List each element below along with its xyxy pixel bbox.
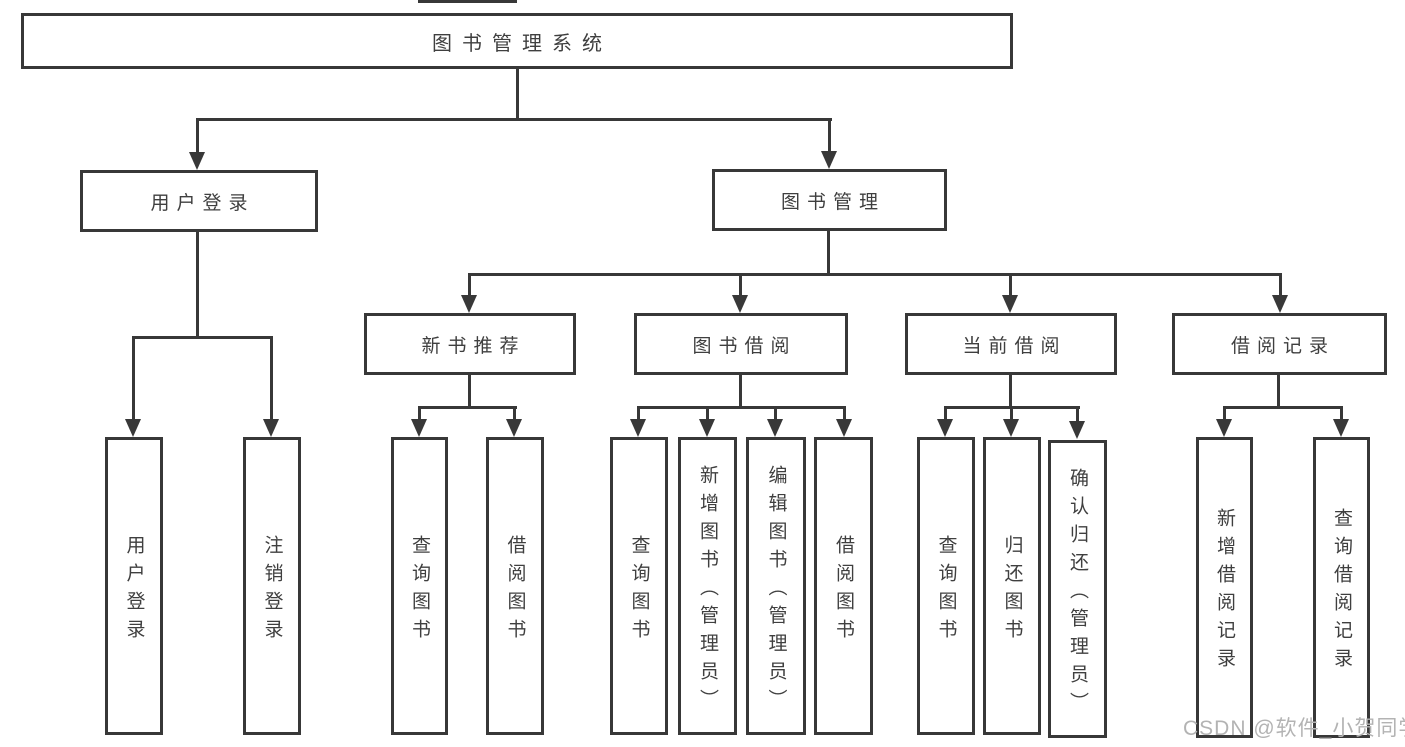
node-borrow-records: 借阅记录	[1172, 313, 1387, 375]
connector	[270, 336, 273, 420]
connector	[418, 0, 517, 3]
arrow-down	[767, 419, 783, 437]
connector	[196, 232, 199, 336]
node-borrow-books: 借阅图书	[814, 437, 873, 735]
csdn-watermark: CSDN @软件_小贺同学	[1183, 717, 1405, 740]
connector	[1076, 406, 1079, 423]
arrow-down	[1002, 295, 1018, 313]
connector	[774, 406, 777, 421]
node-label: 用户登录	[123, 534, 145, 647]
node-query-books: 查询图书	[391, 437, 448, 735]
connector	[513, 406, 516, 421]
connector	[1277, 375, 1280, 406]
connector	[132, 336, 273, 339]
connector	[1009, 375, 1012, 406]
connector	[739, 273, 742, 297]
node-label: 借阅图书	[833, 534, 854, 647]
node-label: 当前借阅	[962, 335, 1067, 357]
arrow-down	[189, 152, 205, 170]
connector	[516, 69, 519, 118]
node-label: 查询图书	[935, 534, 957, 647]
node-edit-books-admin: 编辑图书（管理员）	[746, 437, 806, 735]
connector	[1009, 273, 1012, 297]
arrow-down	[732, 295, 748, 313]
arrow-down	[1003, 419, 1019, 437]
node-return-books: 归还图书	[983, 437, 1041, 735]
node-query-books: 查询图书	[917, 437, 975, 735]
connector	[418, 406, 517, 409]
connector	[843, 406, 846, 421]
arrow-down	[1216, 419, 1232, 437]
connector	[637, 406, 640, 421]
node-label: 归还图书	[1001, 534, 1023, 647]
arrow-down	[1333, 419, 1349, 437]
node-new-book-recommend: 新书推荐	[364, 313, 576, 375]
node-label: 借阅图书	[504, 534, 526, 647]
arrow-down	[461, 295, 477, 313]
node-add-books-admin: 新增图书（管理员）	[678, 437, 737, 735]
connector	[637, 406, 846, 409]
connector	[196, 118, 199, 154]
node-label: 注销登录	[261, 534, 283, 647]
connector	[827, 231, 830, 273]
node-label: 新书推荐	[421, 335, 526, 357]
connector	[828, 118, 831, 153]
connector	[468, 273, 1282, 276]
node-label: 编辑图书（管理员）	[765, 464, 787, 717]
node-label: 查询借阅记录	[1331, 508, 1352, 676]
connector	[468, 375, 471, 406]
connector	[1223, 406, 1343, 409]
node-label: 图书管理系统	[432, 32, 612, 55]
node-label: 确认归还（管理员）	[1067, 467, 1088, 720]
node-label: 图书借阅	[692, 335, 797, 357]
connector	[468, 273, 471, 297]
arrow-down	[506, 419, 522, 437]
arrow-down	[937, 419, 953, 437]
node-label: 新增图书（管理员）	[697, 464, 718, 717]
arrow-down	[1272, 295, 1288, 313]
connector	[739, 375, 742, 406]
node-book-borrowing: 图书借阅	[634, 313, 848, 375]
connector	[706, 406, 709, 421]
node-label: 新增借阅记录	[1214, 508, 1235, 676]
connector	[1340, 406, 1343, 421]
node-user-login-branch: 用户登录	[80, 170, 318, 232]
arrow-down	[263, 419, 279, 437]
connector	[1010, 406, 1013, 421]
connector	[1223, 406, 1226, 421]
connector	[944, 406, 947, 421]
node-query-books: 查询图书	[610, 437, 668, 735]
node-add-borrow-record: 新增借阅记录	[1196, 437, 1253, 738]
arrow-down	[699, 419, 715, 437]
node-current-borrowing: 当前借阅	[905, 313, 1117, 375]
arrow-down	[411, 419, 427, 437]
connector	[418, 406, 421, 421]
node-confirm-return-admin: 确认归还（管理员）	[1048, 440, 1107, 738]
node-label: 借阅记录	[1230, 335, 1335, 357]
node-query-borrow-record: 查询借阅记录	[1313, 437, 1370, 738]
arrow-down	[630, 419, 646, 437]
connector	[132, 336, 135, 420]
connector	[196, 118, 832, 121]
node-borrow-books: 借阅图书	[486, 437, 544, 735]
connector	[1279, 273, 1282, 297]
arrow-down	[125, 419, 141, 437]
arrow-down	[1069, 421, 1085, 439]
node-library-management-system: 图书管理系统	[21, 13, 1013, 69]
node-label: 查询图书	[409, 534, 430, 647]
node-logout: 注销登录	[243, 437, 301, 735]
node-user-login: 用户登录	[105, 437, 163, 735]
node-label: 查询图书	[628, 534, 650, 647]
node-label: 用户登录	[150, 192, 255, 214]
node-label: 图书管理	[780, 191, 885, 213]
node-book-management-branch: 图书管理	[712, 169, 947, 231]
arrow-down	[821, 151, 837, 169]
arrow-down	[836, 419, 852, 437]
